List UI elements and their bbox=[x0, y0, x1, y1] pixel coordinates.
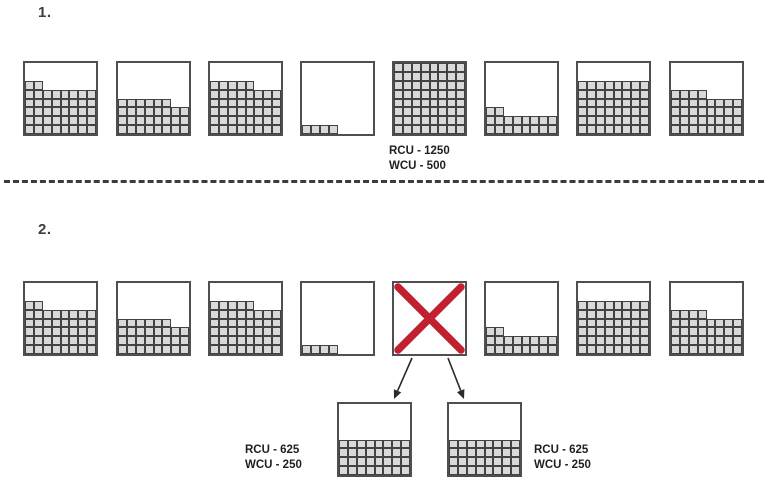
wcu-value: WCU - 250 bbox=[534, 459, 591, 471]
partition-box bbox=[23, 281, 98, 356]
partition-box bbox=[208, 61, 283, 136]
partition-box bbox=[669, 61, 744, 136]
split-arrows-icon bbox=[393, 357, 465, 399]
partition-box bbox=[337, 402, 412, 477]
rcu-value: RCU - 625 bbox=[245, 444, 300, 456]
child1-capacity-caption: RCU - 625 WCU - 250 bbox=[245, 443, 302, 473]
step1-capacity-caption: RCU - 1250 WCU - 500 bbox=[389, 144, 450, 174]
capacity-grid bbox=[578, 300, 649, 354]
partition-box bbox=[116, 281, 191, 356]
split-arrow-right-icon bbox=[447, 357, 465, 399]
step1-label: 1. bbox=[38, 4, 52, 21]
partition-box bbox=[576, 61, 651, 136]
partition-box bbox=[669, 281, 744, 356]
capacity-grid bbox=[118, 318, 189, 354]
capacity-grid bbox=[449, 439, 520, 475]
partition-box bbox=[484, 61, 559, 136]
deleted-partition-box bbox=[392, 281, 467, 356]
partition-box bbox=[116, 61, 191, 136]
capacity-grid bbox=[578, 80, 649, 134]
capacity-grid bbox=[25, 80, 96, 134]
partition-box bbox=[447, 402, 522, 477]
partition-box bbox=[208, 281, 283, 356]
capacity-grid bbox=[671, 89, 742, 134]
capacity-grid bbox=[118, 98, 189, 134]
capacity-grid bbox=[210, 300, 281, 354]
section-divider bbox=[4, 180, 764, 183]
split-arrow-left-icon bbox=[393, 357, 413, 399]
partition-box bbox=[23, 61, 98, 136]
capacity-grid bbox=[394, 63, 465, 134]
partition-box bbox=[576, 281, 651, 356]
capacity-grid bbox=[486, 327, 557, 354]
partition-box bbox=[300, 281, 375, 356]
capacity-grid bbox=[671, 309, 742, 354]
capacity-grid bbox=[210, 80, 281, 134]
rcu-value: RCU - 625 bbox=[534, 444, 589, 456]
partition-box bbox=[392, 61, 467, 136]
capacity-grid bbox=[25, 300, 96, 354]
rcu-value: RCU - 1250 bbox=[389, 145, 450, 157]
capacity-grid bbox=[339, 439, 410, 475]
capacity-grid bbox=[486, 107, 557, 134]
child2-capacity-caption: RCU - 625 WCU - 250 bbox=[534, 443, 591, 473]
partition-box bbox=[484, 281, 559, 356]
capacity-grid bbox=[302, 345, 373, 354]
red-x-icon bbox=[394, 283, 465, 354]
partition-box bbox=[300, 61, 375, 136]
wcu-value: WCU - 500 bbox=[389, 160, 446, 172]
step2-label: 2. bbox=[38, 221, 52, 238]
capacity-grid bbox=[302, 125, 373, 134]
wcu-value: WCU - 250 bbox=[245, 459, 302, 471]
